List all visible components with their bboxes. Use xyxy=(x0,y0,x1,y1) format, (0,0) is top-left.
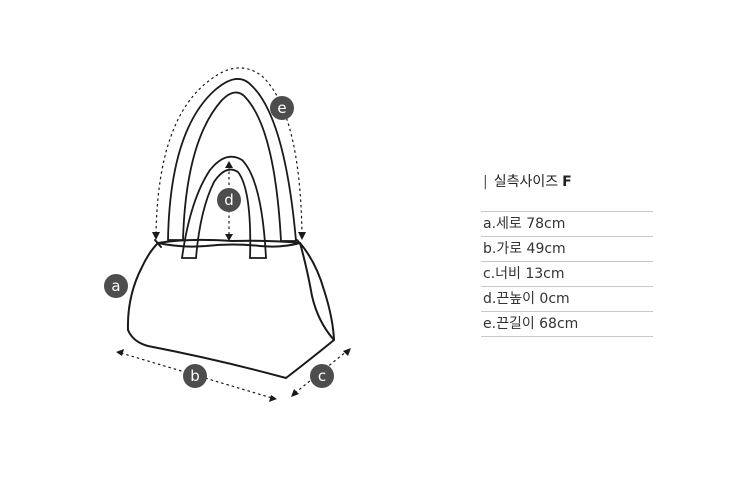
heading-divider: | xyxy=(483,174,488,190)
arrow-c-right xyxy=(343,348,351,356)
spec-row-c: c.너비 13cm xyxy=(481,262,653,287)
spec-row-a: a.세로 78cm xyxy=(481,212,653,237)
badge-b-label: b xyxy=(190,367,200,385)
badge-e-label: e xyxy=(277,99,286,117)
short-handle-outer xyxy=(181,155,267,259)
arrow-e-left xyxy=(152,232,160,240)
badge-d: d xyxy=(217,188,241,212)
badge-a-label: a xyxy=(111,277,120,295)
bag-side-gusset xyxy=(299,242,335,341)
frame-clasp-right xyxy=(296,239,304,248)
spec-row-b: b.가로 49cm xyxy=(481,237,653,262)
badge-b-circle xyxy=(183,364,207,388)
spec-row-d: d.끈높이 0cm xyxy=(481,287,653,312)
long-strap-inner xyxy=(182,91,282,242)
badge-d-label: d xyxy=(224,191,234,209)
arrow-c-left xyxy=(291,389,299,397)
arrow-b-left xyxy=(116,349,124,356)
long-strap-outer xyxy=(167,78,297,242)
badge-c: c xyxy=(310,364,334,388)
bag-frame xyxy=(157,242,301,248)
arrow-b-right xyxy=(269,395,277,402)
badge-a-circle xyxy=(104,274,128,298)
spec-list: a.세로 78cm b.가로 49cm c.너비 13cm d.끈높이 0cm … xyxy=(481,211,653,337)
spec-row-e: e.끈길이 68cm xyxy=(481,312,653,337)
strap-length-guide xyxy=(155,67,303,235)
badge-e-circle xyxy=(270,96,294,120)
frame-clasp-left xyxy=(154,239,162,248)
size-label: F xyxy=(562,174,572,190)
spec-title: 실측사이즈 xyxy=(493,174,559,190)
arrow-d-bottom xyxy=(225,234,233,241)
arrow-d-top xyxy=(225,161,233,168)
short-handle-inner xyxy=(195,168,252,259)
badge-a: a xyxy=(104,274,128,298)
bag-body xyxy=(126,238,335,379)
badge-e: e xyxy=(270,96,294,120)
badge-c-circle xyxy=(310,364,334,388)
arrow-e-right xyxy=(298,232,306,240)
badge-d-circle xyxy=(217,188,241,212)
badge-c-label: c xyxy=(318,367,326,385)
badge-b: b xyxy=(183,364,207,388)
